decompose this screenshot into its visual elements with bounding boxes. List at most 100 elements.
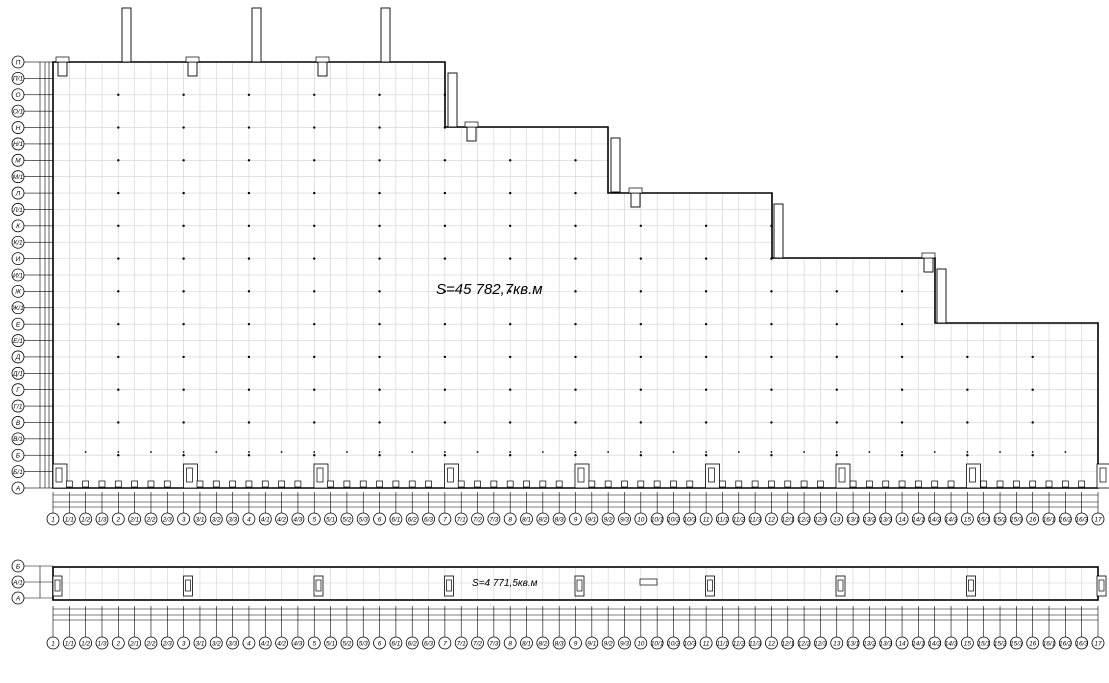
- column-axis-circle: [911, 512, 925, 526]
- column-dot: [508, 290, 512, 293]
- column-dot: [966, 421, 969, 424]
- annex-column-axis-label: 10: [637, 640, 645, 647]
- column-axis-marker: 4/2: [275, 509, 288, 526]
- column-dot: [247, 421, 251, 424]
- column-axis-circle: [356, 512, 370, 526]
- annex-column-axis-label: 10/1: [651, 640, 664, 647]
- column-axis-label: 9/3: [620, 516, 629, 523]
- annex-column-axis-label: 15/1: [977, 640, 990, 647]
- annex-column-axis-circle: [95, 636, 109, 650]
- column-axis-marker: 3: [177, 509, 191, 526]
- gate-mark: [686, 480, 694, 488]
- gate-mark: [866, 480, 873, 488]
- dock-door: [55, 467, 63, 483]
- column-dot: [378, 93, 381, 96]
- column-axis-label: 16/1: [1043, 516, 1056, 523]
- annex-column-axis-label: 2/2: [145, 640, 155, 647]
- column-axis-label: 4/3: [293, 516, 302, 523]
- row-axis-label: Е: [16, 321, 21, 328]
- column-axis-circle: [879, 512, 893, 526]
- annex-dock-door: [837, 579, 844, 592]
- column-dot: [182, 126, 185, 129]
- row-axis-marker: А: [11, 481, 38, 495]
- column-axis-label: 16/2: [1059, 516, 1072, 523]
- column-axis-label: 4/1: [261, 516, 270, 523]
- row-axis-marker: Е/1: [11, 334, 38, 347]
- column-dot: [704, 388, 708, 391]
- column-dot: [574, 290, 577, 293]
- gate-mark: [604, 480, 612, 488]
- annex-dock-door: [576, 579, 583, 592]
- annex-column-axis-circle: [618, 636, 631, 650]
- column-dot: [378, 257, 381, 260]
- column-dot: [313, 451, 316, 453]
- column-axis-marker: 7/2: [471, 509, 484, 526]
- row-axis-marker: Н: [11, 121, 38, 134]
- row-axis-label: О: [15, 92, 20, 99]
- column-dot: [378, 191, 381, 195]
- column-axis-circle: [781, 512, 795, 526]
- column-axis-label: 13/3: [879, 516, 892, 523]
- column-axis-marker: 4/1: [258, 509, 272, 526]
- column-dot: [541, 451, 544, 453]
- annex-row-axis-marker: Б: [11, 559, 53, 573]
- dock-door: [838, 467, 846, 483]
- annex-column-axis-circle: [160, 636, 174, 650]
- row-axis-marker: Д/1: [11, 366, 38, 380]
- column-dot: [508, 159, 512, 162]
- annex-column-axis-marker: 12/2: [797, 624, 811, 650]
- column-axis-circle: [667, 512, 680, 526]
- annex-column-axis-marker: 15/1: [977, 624, 990, 650]
- column-dot: [966, 388, 969, 391]
- row-axis-label: В: [16, 420, 21, 427]
- annex-column-axis-circle: [846, 636, 860, 650]
- annex-column-axis-label: 11/2: [733, 640, 746, 647]
- annex-column-axis-circle: [1058, 636, 1072, 650]
- column-axis-label: 11/1: [716, 516, 729, 523]
- column-dot: [182, 421, 185, 424]
- column-axis-marker: 14/2: [928, 509, 941, 526]
- column-dot: [248, 451, 250, 453]
- column-dot: [411, 451, 414, 453]
- annex-column-axis-circle: [389, 636, 403, 650]
- annex-column-axis-marker: 12: [765, 624, 778, 650]
- gate-mark: [1013, 480, 1020, 488]
- column-dot: [639, 224, 643, 228]
- annex-column-axis-circle: [911, 636, 925, 650]
- column-dot: [476, 451, 479, 453]
- annex-column-axis-label: 5/1: [326, 640, 335, 647]
- column-dot: [704, 290, 708, 293]
- gate-mark: [653, 480, 661, 488]
- column-axis-label: 3/1: [195, 516, 204, 523]
- annex-column-axis-circle: [601, 636, 615, 650]
- column-axis-circle: [699, 512, 713, 526]
- annex-column-axis-circle: [520, 636, 533, 650]
- column-dots-layer: [84, 93, 1067, 457]
- annex-column-axis-label: 8: [508, 640, 512, 647]
- column-dot: [378, 159, 381, 162]
- row-axis-label: Н: [16, 125, 21, 132]
- annex-column-axis-marker: 7: [438, 624, 452, 650]
- column-axis-marker: 1/3: [95, 509, 109, 526]
- column-axis-circle: [307, 512, 321, 526]
- column-axis-marker: 16/2: [1058, 509, 1072, 526]
- row-axis-label: Г/1: [14, 403, 23, 410]
- annex-column-axis-circle: [324, 636, 337, 650]
- stair-tower: [380, 7, 391, 63]
- row-axis-marker: О: [11, 88, 38, 102]
- gate-mark: [947, 480, 955, 488]
- annex-column-axis-label: 14/1: [912, 640, 925, 647]
- column-dot: [443, 224, 447, 228]
- gate-mark: [294, 480, 302, 488]
- row-axis-marker: Б: [11, 448, 38, 462]
- column-axis-marker: 15/1: [977, 509, 990, 526]
- annex-column-axis-circle: [552, 636, 566, 650]
- column-dot: [378, 224, 381, 228]
- annex-column-axis-marker: 6: [373, 624, 386, 650]
- row-axis-marker: П: [11, 55, 38, 69]
- column-axis-label: 9: [574, 516, 578, 523]
- gate-mark: [849, 480, 857, 488]
- column-axis-marker: 9/2: [601, 509, 615, 526]
